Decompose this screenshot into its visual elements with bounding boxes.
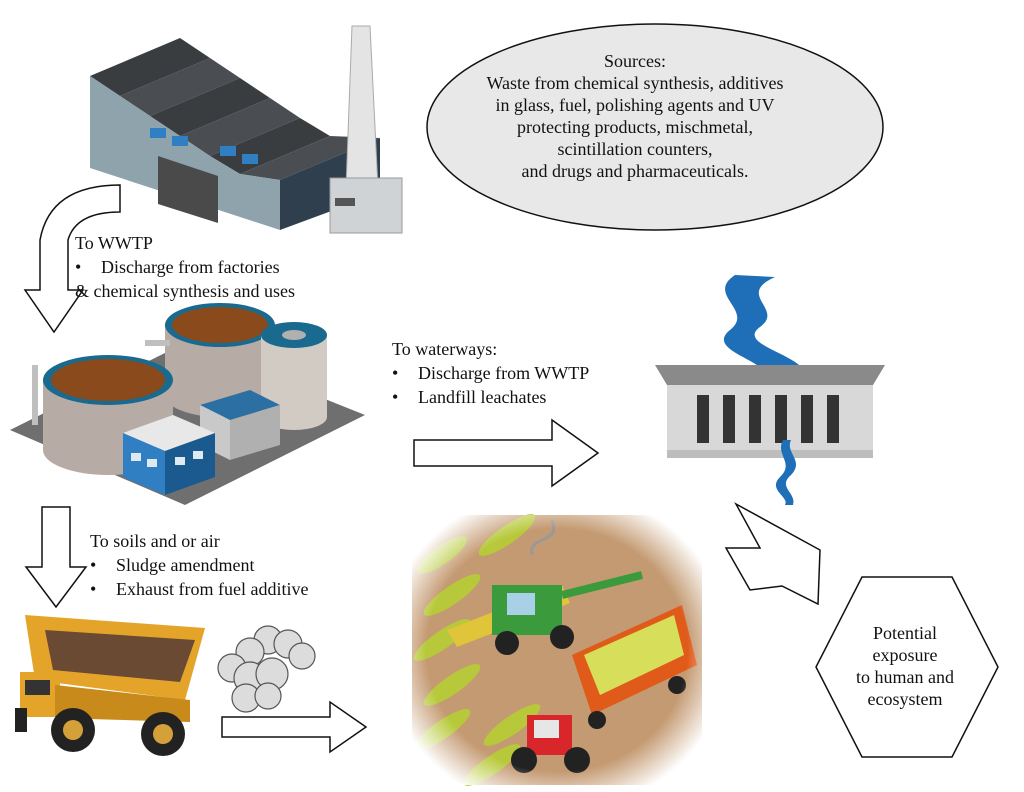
- bullet: •: [90, 579, 97, 599]
- exhaust-cloud-illustration: [217, 625, 316, 713]
- soils-heading: To soils and or air: [90, 531, 220, 551]
- dump-truck-illustration: [15, 615, 205, 756]
- waterways-item-text: Landfill leachates: [418, 387, 547, 407]
- wwtp-item: • Discharge from factories: [75, 256, 280, 278]
- waterways-item-text: Discharge from WWTP: [418, 363, 590, 383]
- farmland-harvest-illustration: [412, 514, 702, 786]
- soils-item: • Exhaust from fuel additive: [90, 578, 308, 600]
- exposure-line: to human and: [856, 667, 954, 687]
- wwtp-item-text: Discharge from factories: [101, 257, 280, 277]
- exposure-text: Potential exposure to human and ecosyste…: [820, 622, 990, 710]
- arrow-to-farmland: [221, 700, 368, 754]
- arrow-to-waterways: [413, 418, 600, 488]
- exposure-line: ecosystem: [867, 689, 943, 709]
- sources-ellipse: [426, 23, 884, 231]
- factory-illustration: [90, 25, 403, 234]
- waterway-grate-illustration: [655, 275, 885, 505]
- wwtp-illustration: [10, 303, 365, 505]
- sources-line: scintillation counters,: [557, 139, 713, 159]
- waterways-item: • Discharge from WWTP: [392, 362, 589, 384]
- soils-item-text: Exhaust from fuel additive: [116, 579, 309, 599]
- exposure-line: Potential: [873, 623, 937, 643]
- sources-line: Waste from chemical synthesis, additives: [486, 73, 784, 93]
- wwtp-heading: To WWTP: [75, 233, 153, 253]
- exposure-hexagon: [815, 576, 999, 758]
- arrow-down-to-soils: [24, 506, 88, 609]
- sources-line: Sources:: [604, 51, 666, 71]
- sources-line: in glass, fuel, polishing agents and UV: [495, 95, 775, 115]
- wwtp-item-continued: & chemical synthesis and uses: [75, 281, 295, 301]
- waterways-item: • Landfill leachates: [392, 386, 546, 408]
- bullet: •: [75, 257, 82, 277]
- bullet: •: [392, 387, 399, 407]
- exposure-line: exposure: [872, 645, 938, 665]
- sources-text: Sources: Waste from chemical synthesis, …: [440, 50, 830, 182]
- waterways-heading: To waterways:: [392, 339, 498, 359]
- soils-item: • Sludge amendment: [90, 554, 254, 576]
- sources-line: protecting products, mischmetal,: [517, 117, 753, 137]
- soils-item-text: Sludge amendment: [116, 555, 255, 575]
- curved-arrow-to-wwtp: [23, 184, 121, 334]
- sources-line: and drugs and pharmaceuticals.: [521, 161, 749, 181]
- bullet: •: [90, 555, 97, 575]
- arrow-to-exposure: [724, 502, 821, 606]
- bullet: •: [392, 363, 399, 383]
